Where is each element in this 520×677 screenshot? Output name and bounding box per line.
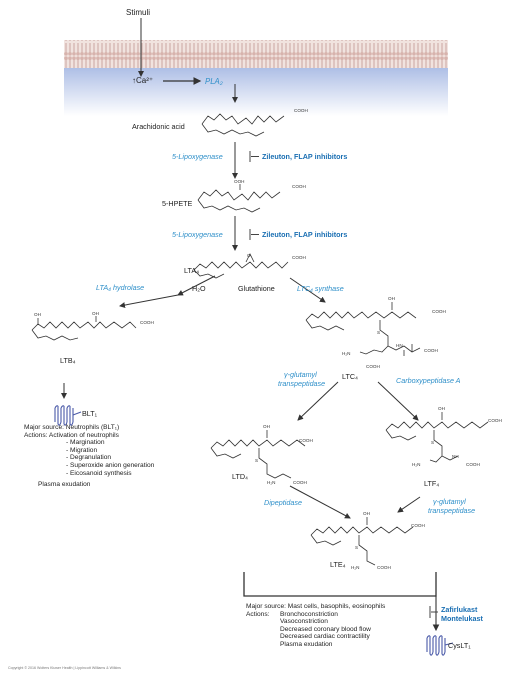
ltd4-to-lte4-arrow [289, 485, 351, 519]
svg-text:H₂N: H₂N [351, 565, 359, 570]
ltb4-major-source: Major source: Neutrophils (BLT₁) [24, 424, 120, 431]
svg-text:COOH: COOH [292, 184, 306, 189]
svg-text:COOH: COOH [293, 480, 307, 485]
svg-text:COOH: COOH [432, 309, 446, 314]
ltb4-action-item: - Eicosanoid synthesis [66, 469, 132, 477]
montelukast-label: Montelukast [441, 614, 483, 623]
ltc4-synthase-label: LTC₄ synthase [297, 284, 344, 293]
svg-text:COOH: COOH [292, 255, 306, 260]
blt1-receptor-icon [54, 405, 82, 426]
cyslt1-receptor-icon [426, 635, 454, 656]
copyright-notice: Copyright © 2016 Wolters Kluwer Health |… [8, 666, 121, 670]
ggt-label-2: γ-glutamyl transpeptidase [428, 497, 476, 515]
lta4-structure: O COOH [193, 253, 306, 279]
svg-text:S: S [355, 545, 358, 550]
ltb4-plasma-exudation: Plasma exudation [38, 481, 91, 489]
cyslt-action-item: Bronchoconstriction [280, 610, 338, 618]
lte4-label: LTE₄ [330, 560, 346, 569]
ltd4-label: LTD₄ [232, 472, 248, 481]
ltf4-to-lte4-arrow [397, 496, 421, 513]
svg-text:COOH: COOH [377, 565, 391, 570]
ltb4-action-item: - Superoxide anion generation [66, 461, 155, 469]
svg-text:COOH: COOH [488, 418, 502, 423]
ltb4-actions-label: Actions: Activation of neutrophils [24, 431, 119, 439]
ltc4-structure: OH COOH S HN COOH H₂N COOH [305, 296, 446, 369]
stimuli-label: Stimuli [126, 8, 151, 17]
ltb4-action-item: - Migration [66, 446, 98, 454]
cyslt1-receptor-label: CysLT₁ [448, 641, 471, 650]
ltd4-structure: OH COOH S H₂N COOH [210, 424, 313, 485]
svg-text:S: S [377, 330, 380, 335]
hpete-structure: OOH COOH [197, 179, 306, 213]
ltf4-structure: OH COOH S NH COOH H₂N [385, 406, 502, 467]
cyslt-action-item: Decreased coronary blood flow [280, 625, 371, 633]
lipoxygenase-label-1: 5-Lipoxygenase [172, 152, 223, 161]
svg-text:HN: HN [396, 343, 403, 348]
lta4-to-ltb4-arrow [177, 275, 216, 296]
cyslt-action-item: Decreased cardiac contractility [280, 633, 370, 641]
svg-text:S: S [431, 440, 434, 445]
svg-text:COOH: COOH [140, 320, 154, 325]
svg-text:OH: OH [363, 511, 370, 516]
cyslt-info-block: Major source: Mast cells, basophils, eos… [246, 603, 385, 649]
ltb4-action-item: - Degranulation [66, 454, 112, 462]
lipoxygenase-label-2: 5-Lipoxygenase [172, 230, 223, 239]
cytosol-gradient [64, 68, 448, 116]
lta4-label: LTA₄ [184, 266, 200, 275]
cyslt-major-source: Major source: Mast cells, basophils, eos… [246, 603, 386, 610]
cyslt-actions-label: Actions: [246, 610, 270, 618]
arachidonic-acid-structure: COOH [201, 108, 308, 137]
cooh-label: COOH [294, 108, 308, 113]
ltf4-label: LTF₄ [424, 479, 440, 488]
svg-text:H₂N: H₂N [412, 462, 420, 467]
svg-text:COOH: COOH [366, 364, 380, 369]
cyslt-action-item: Vasoconstriction [280, 618, 328, 626]
calcium-label: ↑Ca²⁺ [132, 76, 154, 85]
dipeptidase-label: Dipeptidase [264, 498, 302, 507]
svg-text:H₂N: H₂N [267, 480, 275, 485]
svg-text:OH: OH [388, 296, 395, 301]
svg-text:OH: OH [34, 312, 41, 317]
zafirlukast-label: Zafirlukast [441, 605, 478, 614]
ggt-label-1: γ-glutamyl transpeptidase [278, 370, 326, 388]
lta4-to-ltc4-arrow [289, 277, 326, 303]
pla2-enzyme-label: PLA₂ [205, 77, 223, 86]
ltc4-label: LTC₄ [342, 372, 358, 381]
cyslt-action-item: Plasma exudation [280, 640, 333, 648]
carboxypeptidase-a-label: Carboxypeptidase A [396, 376, 461, 385]
arachidonic-acid-label: Arachidonic acid [132, 122, 185, 131]
ltb4-action-item: - Margination [66, 439, 105, 447]
lipid-bilayer [64, 40, 448, 68]
blt1-receptor-label: BLT₁ [82, 409, 98, 418]
svg-text:COOH: COOH [299, 438, 313, 443]
svg-text:OH: OH [263, 424, 270, 429]
svg-text:COOH: COOH [466, 462, 480, 467]
svg-text:O: O [247, 253, 251, 258]
svg-text:H₂N: H₂N [342, 351, 350, 356]
svg-text:OH: OH [92, 311, 99, 316]
ooh-label: OOH [234, 179, 244, 184]
ltb4-label: LTB₄ [60, 356, 76, 365]
ltc4-to-ltf4-arrow [377, 381, 419, 421]
svg-text:OH: OH [438, 406, 445, 411]
lte4-structure: OH COOH S H₂N COOH [310, 511, 425, 570]
ltb4-structure: OH OH COOH [31, 311, 154, 341]
ltc4-to-ltd4-arrow [297, 381, 339, 421]
water-label: H₂O [192, 284, 206, 293]
svg-text:COOH: COOH [424, 348, 438, 353]
svg-text:COOH: COOH [411, 523, 425, 528]
svg-text:S: S [255, 458, 258, 463]
lta4-hydrolase-label: LTA₄ hydrolase [96, 283, 145, 292]
zileuton-flap-inhibitor-label-1: Zileuton, FLAP inhibitors [262, 152, 348, 161]
hpete-label: 5-HPETE [162, 199, 193, 208]
ltb4-info-block: Major source: Neutrophils (BLT₁) Actions… [24, 424, 154, 489]
svg-text:NH: NH [452, 454, 459, 459]
glutathione-label: Glutathione [238, 284, 275, 293]
cyslt-bracket [243, 572, 437, 597]
zileuton-flap-inhibitor-label-2: Zileuton, FLAP inhibitors [262, 230, 348, 239]
